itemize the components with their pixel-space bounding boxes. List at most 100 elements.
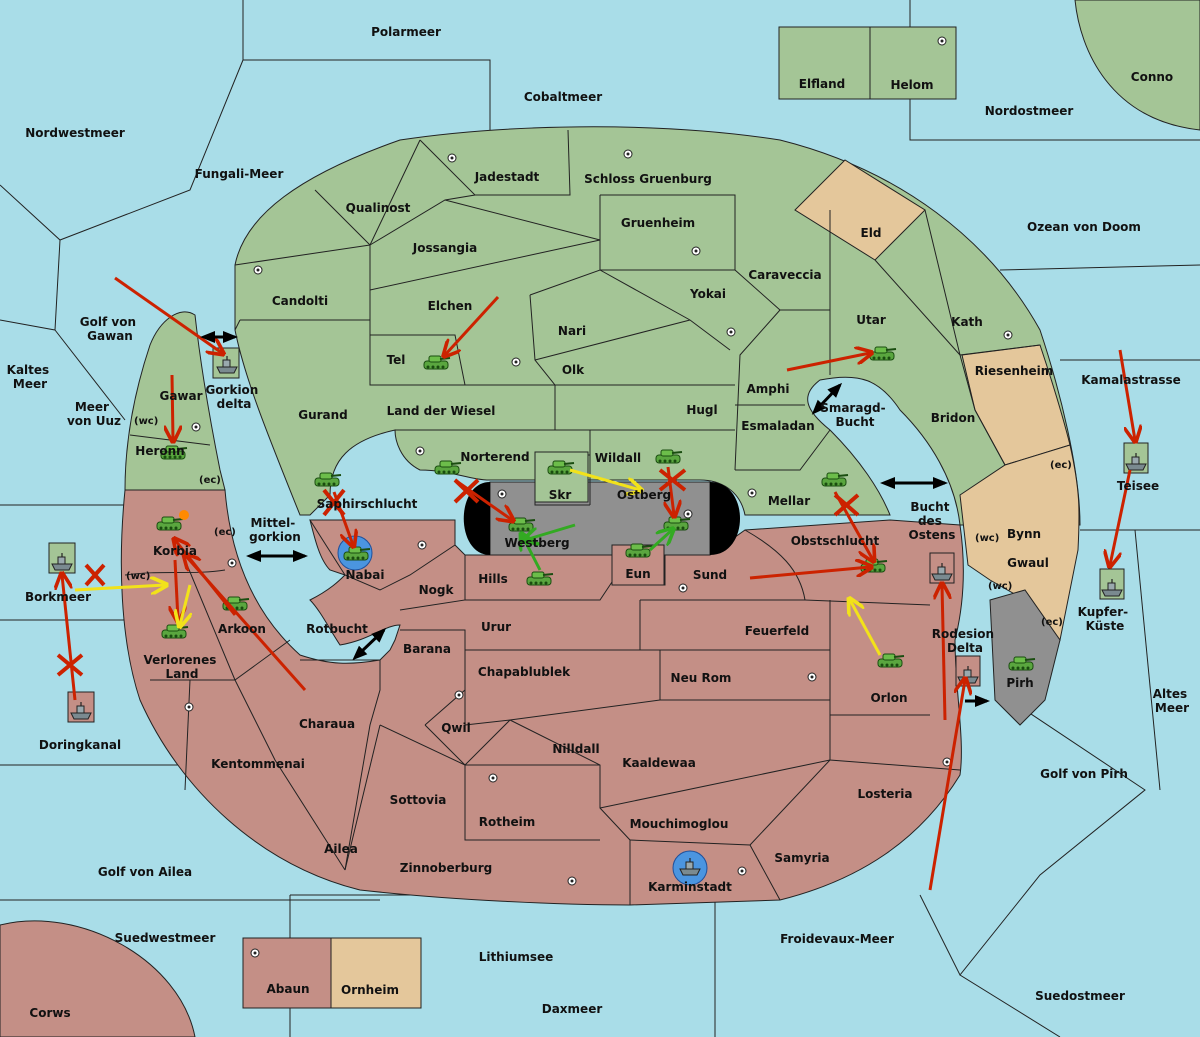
hold-support-arrows [522, 523, 672, 571]
label-bynn: Bynn [1007, 527, 1041, 541]
coast-tag-gawar-wc: (wc) [134, 416, 158, 427]
territory-elfland[interactable] [778, 26, 871, 100]
label-rodesion-l2: Delta [947, 641, 983, 655]
label-kamalastrasse: Kamalastrasse [1081, 373, 1181, 387]
coast-tag-bynn-wc: (wc) [975, 533, 999, 544]
territory-ornheim[interactable] [330, 937, 422, 1009]
label-westberg: Westberg [504, 536, 569, 550]
label-skr: Skr [549, 488, 572, 502]
label-teisee: Teisee [1117, 479, 1159, 493]
label-mouchimoglou: Mouchimoglou [630, 817, 729, 831]
territory-corws[interactable] [0, 920, 196, 1037]
label-gurand: Gurand [298, 408, 348, 422]
green-borders [129, 129, 1041, 506]
label-uuz-l2: von Uuz [67, 414, 121, 428]
label-karminstadt: Karminstadt [648, 880, 732, 894]
label-verlorenes-l2: Land [166, 667, 199, 681]
label-altes-l2: Meer [1155, 701, 1189, 715]
label-nilldall: Nilldall [552, 742, 599, 756]
label-uuz-l1: Meer [75, 400, 109, 414]
label-smaragd: Smaragd- Bucht [820, 401, 890, 429]
region-south-ring [120, 489, 964, 906]
label-kaltes-l1: Kaltes [7, 363, 50, 377]
label-esmaladan: Esmaladan [741, 419, 814, 433]
label-nordwestmeer: Nordwestmeer [25, 126, 125, 140]
label-barana: Barana [403, 642, 451, 656]
label-altes-meer: Altes Meer [1153, 687, 1192, 715]
label-nari: Nari [558, 324, 586, 338]
label-rotbucht: Rotbucht [306, 622, 368, 636]
label-heronn: Heronn [135, 444, 184, 458]
label-kaaldewaa: Kaaldewaa [622, 756, 696, 770]
label-arkoon: Arkoon [218, 622, 266, 636]
label-urur: Urur [481, 620, 511, 634]
label-charaua: Charaua [299, 717, 355, 731]
territory-gawar-heronn[interactable] [124, 311, 226, 491]
label-bucht-l3: Ostens [909, 528, 956, 542]
label-schloss: Schloss Gruenburg [584, 172, 712, 186]
label-zinnoberburg: Zinnoberburg [400, 861, 492, 875]
coast-tag-heronn-ec: (ec) [199, 475, 221, 486]
label-kaltes-meer: Kaltes Meer [7, 363, 54, 391]
label-olk: Olk [562, 363, 585, 377]
label-ostberg: Ostberg [617, 488, 671, 502]
label-lithiumsee: Lithiumsee [479, 950, 554, 964]
label-golf-gawan-l1: Golf von [80, 315, 136, 329]
label-norterend: Norterend [460, 450, 529, 464]
center-lake-east-cap [710, 482, 740, 555]
label-ornheim: Ornheim [341, 983, 399, 997]
label-rodesion-l1: Rodesion [932, 627, 994, 641]
label-sottovia: Sottovia [390, 793, 447, 807]
coast-tag-korbia-wc: (wc) [126, 571, 150, 582]
label-ozean-doom: Ozean von Doom [1027, 220, 1141, 234]
label-samyria: Samyria [774, 851, 829, 865]
label-golf-gawan-l2: Gawan [87, 329, 133, 343]
label-bridon: Bridon [931, 411, 976, 425]
label-elchen: Elchen [428, 299, 473, 313]
label-suedwestmeer: Suedwestmeer [115, 931, 216, 945]
label-orlon: Orlon [870, 691, 907, 705]
label-eun: Eun [625, 567, 650, 581]
label-yokai: Yokai [689, 287, 726, 301]
label-neu-rom: Neu Rom [671, 671, 732, 685]
label-pirh: Pirh [1006, 676, 1033, 690]
label-ailea: Ailea [324, 842, 358, 856]
territory-skr[interactable] [534, 451, 589, 503]
label-corws: Corws [29, 1006, 70, 1020]
label-suedostmeer: Suedostmeer [1035, 989, 1125, 1003]
territory-conno[interactable] [1074, 0, 1200, 131]
label-nabai: Nabai [346, 568, 385, 582]
label-abaun: Abaun [266, 982, 309, 996]
label-smaragd-l2: Bucht [835, 415, 874, 429]
label-qualinost: Qualinost [346, 201, 411, 215]
label-altes-l1: Altes [1153, 687, 1187, 701]
label-obstschlucht: Obstschlucht [791, 534, 880, 548]
label-jossangia: Jossangia [412, 241, 477, 255]
label-mellar: Mellar [768, 494, 810, 508]
territory-abaun[interactable] [242, 937, 332, 1009]
coast-tag-gwaul-wc: (wc) [988, 581, 1012, 592]
label-utar: Utar [856, 313, 886, 327]
label-meer-uuz: Meer von Uuz [67, 400, 121, 428]
label-caraveccia: Caraveccia [748, 268, 821, 282]
label-bucht-ostens: Bucht des Ostens [909, 500, 956, 542]
label-conno: Conno [1131, 70, 1173, 84]
label-fungali: Fungali-Meer [195, 167, 284, 181]
label-golf-gawan: Golf von Gawan [80, 315, 140, 343]
label-mittelgorkion: Mittel- gorkion [249, 516, 301, 544]
label-gorkion-delta: Gorkion delta [205, 383, 262, 411]
failed-order-marks [56, 468, 860, 677]
label-hugl: Hugl [686, 403, 717, 417]
coast-tag-korbia-ec: (ec) [214, 527, 236, 538]
label-losteria: Losteria [857, 787, 912, 801]
label-wildall: Wildall [595, 451, 641, 465]
label-golf-ailea: Golf von Ailea [98, 865, 192, 879]
dislodged-burst [179, 510, 189, 520]
label-riesenheim: Riesenheim [975, 364, 1054, 378]
label-polarmeer: Polarmeer [371, 25, 441, 39]
label-cobaltmeer: Cobaltmeer [524, 90, 602, 104]
label-feuerfeld: Feuerfeld [745, 624, 810, 638]
label-amphi: Amphi [746, 382, 789, 396]
label-hills: Hills [478, 572, 508, 586]
